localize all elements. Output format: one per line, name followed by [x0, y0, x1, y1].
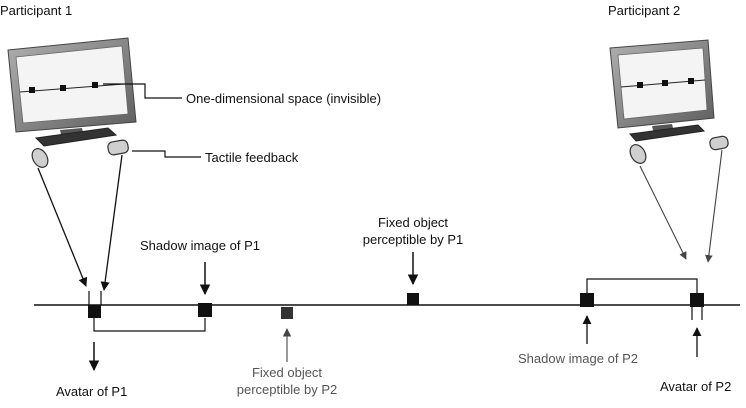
shadow-p2-label: Shadow image of P2 — [518, 351, 638, 366]
keyboard-2 — [629, 124, 706, 142]
mouse-1 — [31, 148, 49, 168]
avatar-p2-label: Avatar of P2 — [660, 379, 731, 394]
monitor-1-screen — [15, 45, 129, 124]
fixed-object-p2-marker — [281, 307, 293, 319]
avatar-p2-label-a: Avatar — [660, 379, 698, 394]
fixed-object-p1-label-1: Fixed object — [378, 215, 448, 230]
p1-shadow-bracket — [93, 318, 206, 332]
tactile-1-arrow — [100, 154, 123, 291]
avatar-p1-label-b: of P1 — [97, 384, 127, 399]
monitor-1-track-line — [19, 83, 125, 93]
participant-2-computer — [609, 39, 729, 164]
avatar-p2-label-b: of P2 — [701, 379, 731, 394]
tactile-device-1 — [107, 139, 129, 156]
tactile-2-arrow — [705, 149, 723, 263]
shadow-p1-marker — [198, 303, 212, 317]
fixed-object-p1-marker — [407, 293, 419, 305]
avatar-p1-marker — [88, 305, 101, 318]
avatar-p2-marker — [690, 293, 704, 307]
monitor-2-object-3 — [688, 78, 694, 84]
avatar-p1-label-a: Avatar — [56, 384, 94, 399]
space-label: One-dimensional space (invisible) — [186, 91, 381, 106]
monitor-1-object-2 — [60, 85, 66, 91]
shadow-p2-marker — [580, 293, 594, 307]
participant-2-label: Participant 2 — [608, 3, 680, 18]
fixed-object-p2-label-2: perceptible by P2 — [237, 382, 337, 397]
tactile-callout-line — [132, 150, 201, 158]
mouse-2 — [629, 144, 647, 164]
keyboard-1 — [34, 127, 118, 147]
participant-1-label: Participant 1 — [0, 3, 72, 18]
mouse-2-arrow — [639, 165, 687, 260]
participant-1-computer — [7, 37, 137, 168]
tactile-label: Tactile feedback — [205, 150, 299, 165]
monitor-1-object-3 — [92, 82, 98, 88]
fixed-object-p1-label-2: perceptible by P1 — [363, 232, 463, 247]
p2-shadow-bracket — [586, 278, 698, 293]
fixed-object-p2-label-1: Fixed object — [252, 365, 322, 380]
space-callout-line — [103, 83, 182, 99]
mouse-1-arrow — [37, 167, 88, 287]
avatar-p1-label: Avatar of P1 — [56, 384, 127, 399]
monitor-2-object-2 — [662, 80, 668, 86]
tactile-device-2 — [709, 135, 729, 151]
monitor-2-object-1 — [637, 82, 643, 88]
shadow-p1-label: Shadow image of P1 — [140, 238, 260, 253]
monitor-1-object-1 — [29, 87, 35, 93]
